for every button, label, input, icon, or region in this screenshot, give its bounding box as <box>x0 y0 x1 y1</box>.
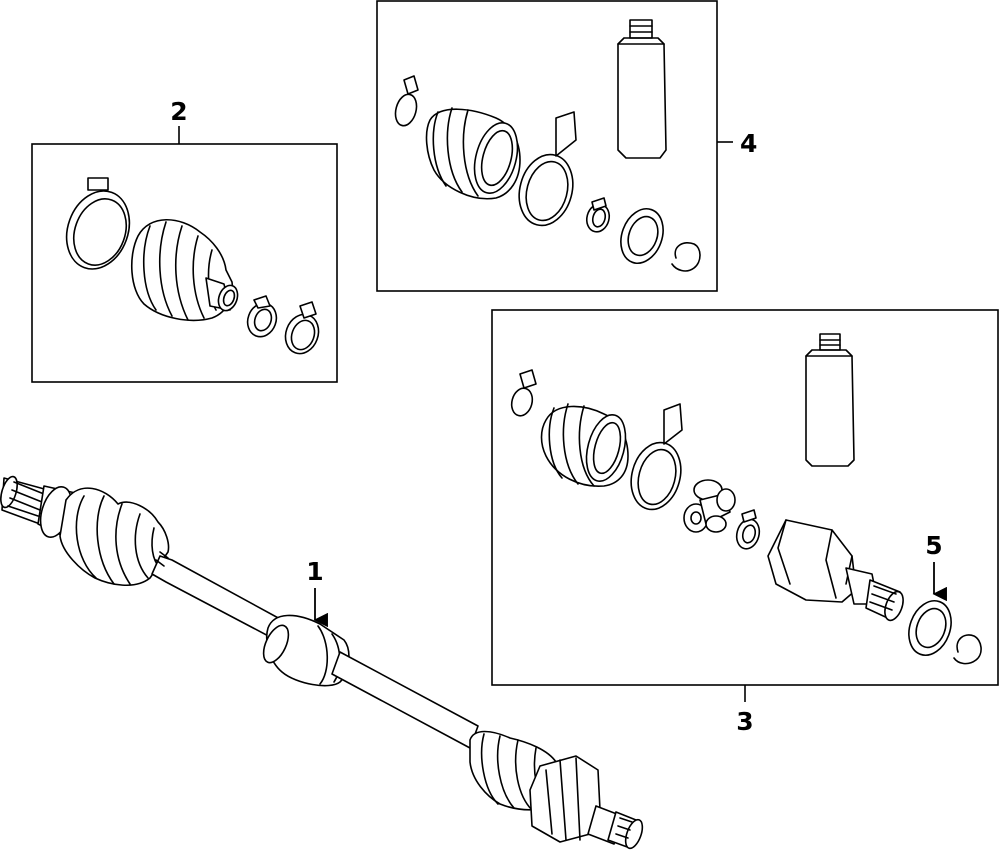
callout-2-label: 2 <box>170 97 187 126</box>
seal-washer <box>620 208 664 264</box>
callout-5-label: 5 <box>925 531 942 560</box>
outer-cv-boot <box>59 487 170 586</box>
inner-boot <box>425 107 521 200</box>
inner-spline-stub <box>587 805 644 850</box>
callout-3-label: 3 <box>736 707 753 736</box>
shaft-tube-right <box>331 651 479 749</box>
seal-washer <box>908 600 952 656</box>
large-clamp <box>630 403 683 511</box>
small-band-clamp <box>284 301 320 355</box>
kit-3-inner-cv-joint[interactable]: 3 <box>491 309 999 736</box>
kit-4-frame <box>376 0 718 292</box>
callout-5[interactable]: 5 <box>925 531 947 602</box>
grease-bottle <box>617 19 667 159</box>
callout-4-label: 4 <box>740 129 757 158</box>
kit-3-frame <box>491 309 999 686</box>
small-clamp <box>510 369 537 417</box>
shaft-tube-left <box>151 551 283 641</box>
tripod-spider <box>683 479 736 533</box>
axle-shaft-assembly[interactable] <box>0 475 646 851</box>
inner-joint-housing <box>767 519 904 622</box>
large-band-clamp <box>65 177 131 270</box>
kit-4-inner-boot[interactable]: 4 <box>376 0 757 292</box>
circlip <box>671 242 701 272</box>
center-damper <box>262 614 350 687</box>
snap-ring <box>246 295 278 338</box>
circlip <box>953 634 982 665</box>
grease-bottle <box>805 333 855 467</box>
snap-ring <box>735 509 761 550</box>
snap-ring <box>585 197 611 233</box>
kit-2-frame <box>31 143 338 383</box>
outer-boot <box>130 219 239 322</box>
large-clamp <box>518 111 577 227</box>
inner-cv-housing <box>529 755 601 843</box>
inner-boot <box>540 403 629 487</box>
small-clamp <box>394 75 419 127</box>
callout-1-label: 1 <box>306 557 323 586</box>
kit-2-outer-boot[interactable]: 2 <box>31 97 338 383</box>
callout-1[interactable]: 1 <box>306 557 328 628</box>
